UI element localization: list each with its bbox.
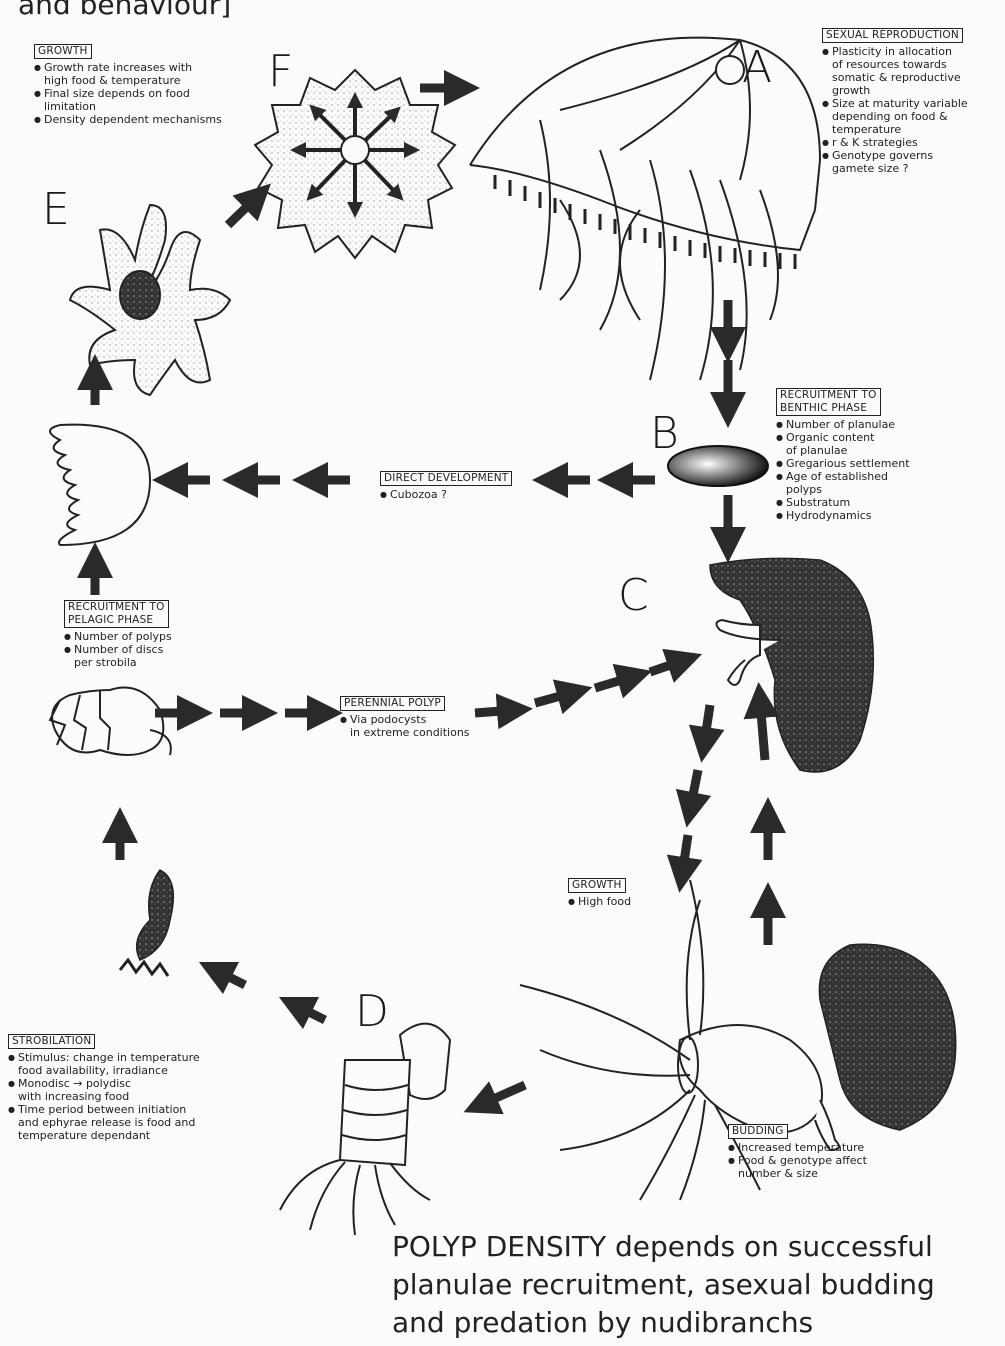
list-item: Stimulus: change in temperature food ava… bbox=[8, 1051, 263, 1077]
ephyra-illustration bbox=[255, 70, 455, 258]
list-item: Cubozoa ? bbox=[380, 488, 540, 501]
list-item: Via podocysts in extreme conditions bbox=[340, 713, 515, 739]
box-title: RECRUITMENT TO BENTHIC PHASE bbox=[776, 388, 881, 416]
list-item: Gregarious settlement bbox=[776, 457, 998, 470]
list-item: Substratum bbox=[776, 496, 998, 509]
arrow-c-down-1 bbox=[704, 705, 710, 745]
stage-label-a: A bbox=[742, 46, 772, 90]
list-item: Hydrodynamics bbox=[776, 509, 998, 522]
box-title: GROWTH bbox=[34, 44, 92, 59]
direct-development-box: DIRECT DEVELOPMENT Cubozoa ? bbox=[380, 471, 540, 501]
stage-label-b: B bbox=[650, 412, 679, 456]
list-item: High food bbox=[568, 895, 678, 908]
box-title: BUDDING bbox=[728, 1124, 788, 1139]
list-item: Number of planulae bbox=[776, 418, 998, 431]
young-medusa-illustration bbox=[50, 425, 150, 545]
arrow-perennial-6 bbox=[595, 676, 635, 688]
box-title: DIRECT DEVELOPMENT bbox=[380, 471, 512, 486]
stage-label-c: C bbox=[618, 574, 649, 618]
box-title: SEXUAL REPRODUCTION bbox=[822, 28, 963, 43]
list-item: Time period between initiation and ephyr… bbox=[8, 1103, 263, 1142]
heading-fragment: and behaviour] bbox=[18, 0, 231, 21]
list-item: Density dependent mechanisms bbox=[34, 113, 254, 126]
strobila-illustration bbox=[50, 688, 171, 756]
arrow-budding-up-3 bbox=[760, 700, 765, 760]
list-item: Number of discs per strobila bbox=[64, 643, 234, 669]
arrow-polyp-to-d bbox=[480, 1085, 525, 1105]
settled-polyp-illustration bbox=[710, 558, 873, 772]
strobila-d-illustration bbox=[280, 1024, 450, 1235]
list-item: Increased temperature bbox=[728, 1141, 928, 1154]
list-item: Monodisc → polydisc with increasing food bbox=[8, 1077, 263, 1103]
arrow-c-down-2 bbox=[690, 770, 698, 810]
recruitment-benthic-box: RECRUITMENT TO BENTHIC PHASE Number of p… bbox=[776, 388, 998, 522]
arrow-c-down-3 bbox=[682, 835, 688, 875]
arrow-perennial-7 bbox=[650, 660, 685, 672]
strobila-stack-illustration bbox=[120, 870, 173, 976]
growth-ephyra-box: GROWTH Growth rate increases with high f… bbox=[34, 44, 254, 126]
arrow-d-to-stack-2 bbox=[215, 970, 245, 985]
polyp-density-caption: POLYP DENSITY depends on successful plan… bbox=[392, 1228, 992, 1342]
stage-label-f: F bbox=[268, 50, 293, 94]
list-item: Size at maturity variable depending on f… bbox=[822, 97, 1000, 136]
box-title: GROWTH bbox=[568, 878, 626, 893]
sexual-reproduction-box: SEXUAL REPRODUCTION Plasticity in alloca… bbox=[822, 28, 1000, 175]
budding-box: BUDDING Increased temperature Food & gen… bbox=[728, 1124, 928, 1180]
perennial-polyp-box: PERENNIAL POLYP Via podocysts in extreme… bbox=[340, 696, 515, 739]
arrow-d-to-stack-1 bbox=[295, 1005, 325, 1020]
list-item: Organic content of planulae bbox=[776, 431, 998, 457]
list-item: Number of polyps bbox=[64, 630, 234, 643]
planula-illustration bbox=[668, 446, 768, 486]
juvenile-illustration bbox=[70, 205, 230, 395]
box-title: PERENNIAL POLYP bbox=[340, 696, 445, 711]
list-item: Genotype governs gamete size ? bbox=[822, 149, 1000, 175]
arrow-perennial-5 bbox=[535, 692, 575, 703]
growth-polyp-box: GROWTH High food bbox=[568, 878, 678, 908]
list-item: Food & genotype affect number & size bbox=[728, 1154, 928, 1180]
list-item: Plasticity in allocation of resources to… bbox=[822, 45, 1000, 97]
list-item: Age of established polyps bbox=[776, 470, 998, 496]
stage-label-d: D bbox=[355, 990, 389, 1034]
box-title: RECRUITMENT TO PELAGIC PHASE bbox=[64, 600, 169, 628]
list-item: Growth rate increases with high food & t… bbox=[34, 61, 254, 87]
strobilation-box: STROBILATION Stimulus: change in tempera… bbox=[8, 1034, 263, 1142]
box-title: STROBILATION bbox=[8, 1034, 95, 1049]
stage-label-e: E bbox=[42, 188, 70, 232]
recruitment-pelagic-box: RECRUITMENT TO PELAGIC PHASE Number of p… bbox=[64, 600, 234, 669]
list-item: Final size depends on food limitation bbox=[34, 87, 254, 113]
list-item: r & K strategies bbox=[822, 136, 1000, 149]
arrow-e-to-f bbox=[228, 196, 258, 225]
